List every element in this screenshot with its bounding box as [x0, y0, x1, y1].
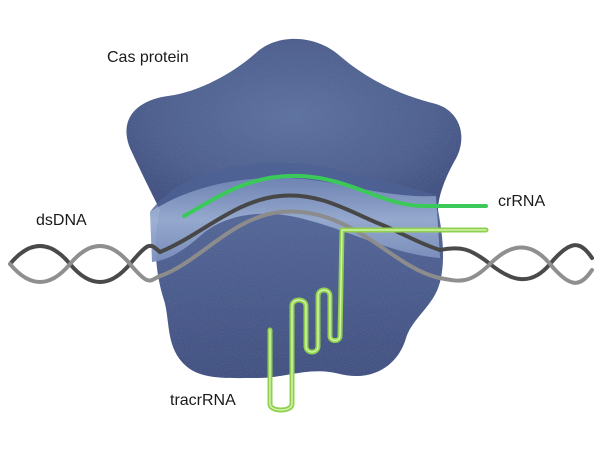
dsdna-left-helix — [8, 243, 162, 284]
dsdna-strand-light — [158, 209, 442, 280]
protein-binding-channel — [150, 177, 440, 262]
cas-protein-upper-lobe — [126, 38, 462, 211]
dsdna-label: dsDNA — [36, 212, 87, 229]
cas-protein-label: Cas protein — [107, 49, 189, 66]
dsdna-strand-dark — [158, 193, 442, 254]
tracrrna-strand-highlight — [269, 229, 487, 411]
dsdna-right-helix — [438, 243, 594, 285]
crrna-label: crRNA — [498, 193, 546, 210]
tracrrna-label: tracrRNA — [170, 392, 236, 409]
cas-protein-lower-lobe — [155, 210, 444, 379]
protein-upper-rim — [150, 162, 436, 212]
crrna-strand — [182, 173, 488, 218]
